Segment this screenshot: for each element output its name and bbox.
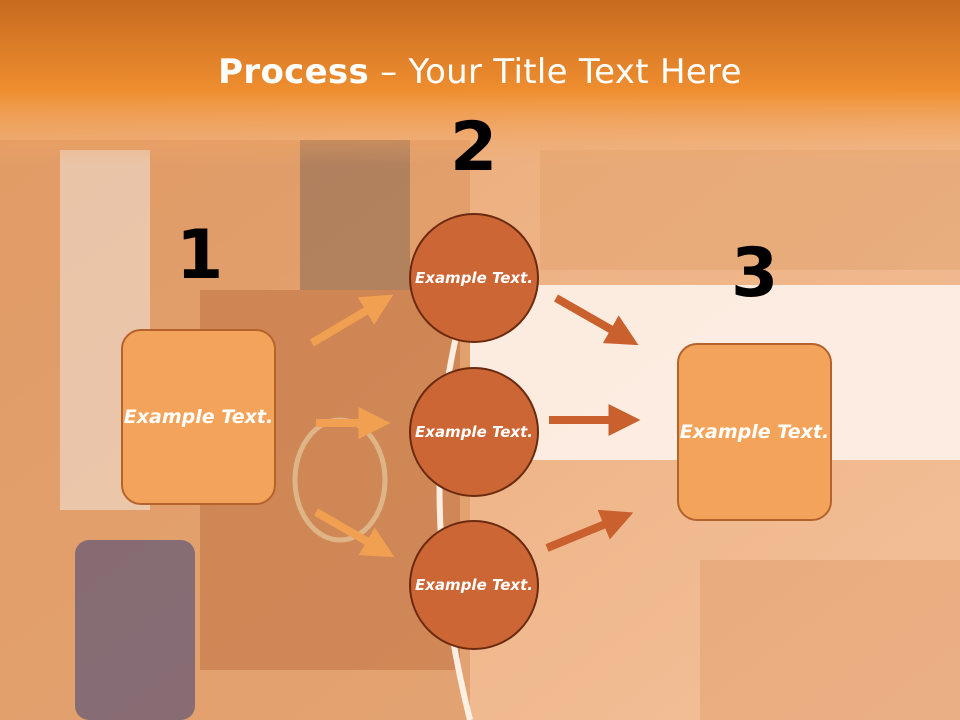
step-number-2: 2	[450, 108, 498, 187]
arrow-to-top	[309, 294, 394, 347]
arrow-from-top	[554, 294, 639, 346]
title-bold: Process	[218, 52, 370, 92]
title-rest: – Your Title Text Here	[369, 52, 742, 92]
slide-title: Process – Your Title Text Here	[0, 52, 960, 92]
step-number-3: 3	[731, 234, 779, 313]
circle-top: Example Text.	[409, 213, 539, 343]
circle-middle: Example Text.	[409, 367, 539, 497]
step-number-1: 1	[176, 216, 224, 295]
arrow-to-bottom	[314, 508, 395, 558]
circle-bottom: Example Text.	[409, 520, 539, 650]
arrow-from-bottom	[545, 509, 634, 552]
right-box: Example Text.	[677, 343, 832, 521]
left-box: Example Text.	[121, 329, 276, 505]
